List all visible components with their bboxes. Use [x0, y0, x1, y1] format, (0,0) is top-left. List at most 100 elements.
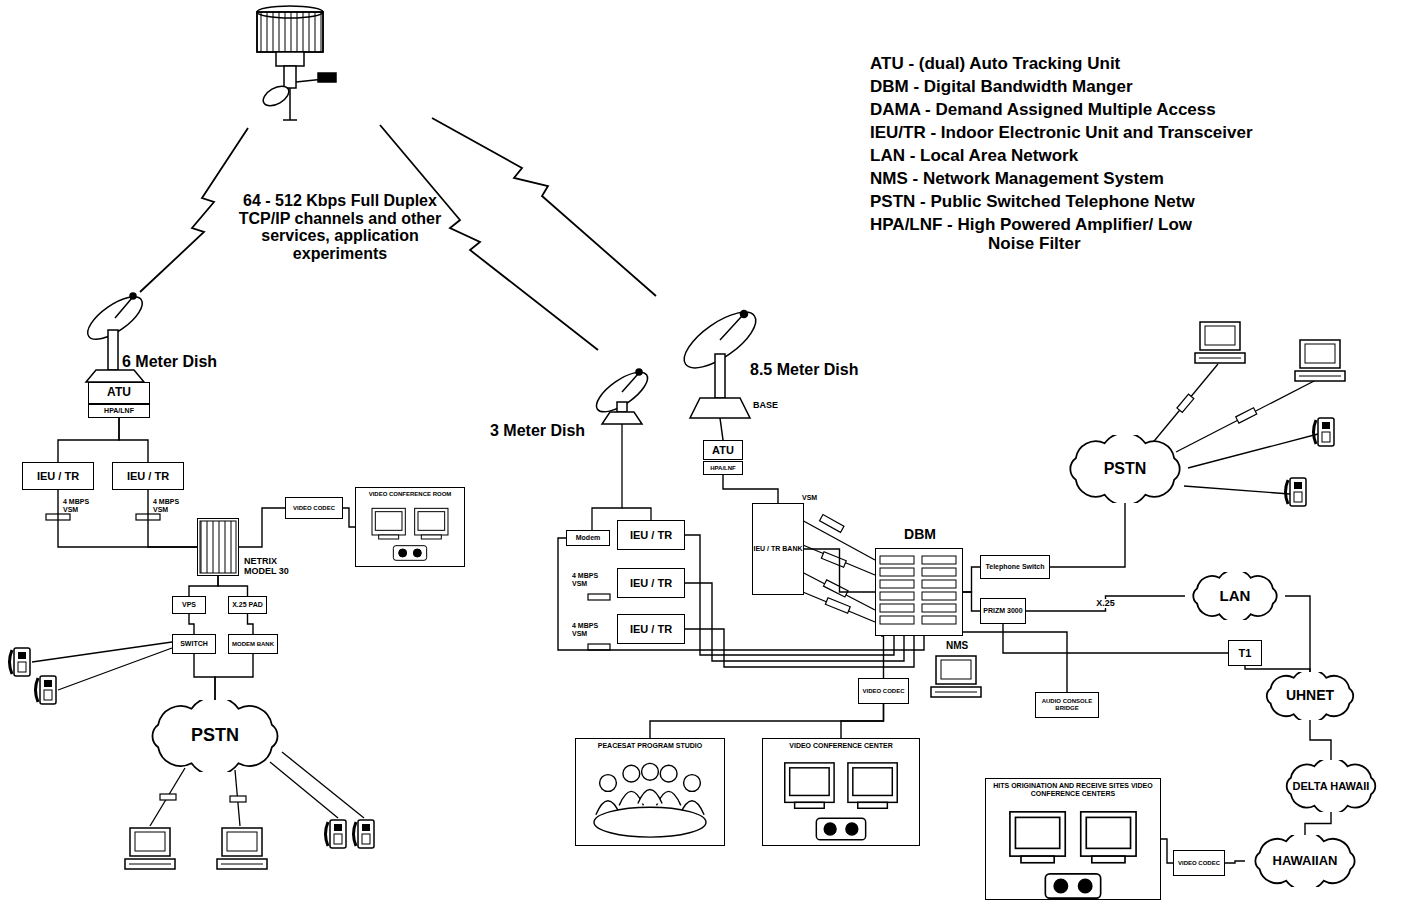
conference-center: VIDEO CONFERENCE CENTER: [762, 738, 920, 846]
satellite: [257, 6, 336, 120]
camera-lens: [413, 549, 421, 557]
cloud-outline: [1070, 435, 1179, 503]
equipment-rack: [880, 568, 914, 576]
computer-icon: [125, 828, 175, 869]
vsm-unit: [588, 644, 610, 650]
vps-box: VPS: [172, 596, 206, 614]
camera-unit: [393, 546, 426, 561]
telephone-icon: [36, 676, 57, 704]
connector: [58, 418, 119, 462]
telephone-icon: [1314, 418, 1335, 446]
connector: [218, 576, 248, 596]
part-label: 4 MBPS VSM: [63, 498, 103, 513]
part-label: VSM: [802, 494, 832, 502]
glossary-line: DBM - Digital Bandwidth Manger: [870, 78, 1405, 97]
network-cloud: HAWAIIAN: [1245, 835, 1365, 887]
monitor-stand: [1092, 856, 1125, 863]
dish-antenna: [720, 418, 723, 440]
cloud-outline: [1267, 672, 1353, 720]
audio-bridge: AUDIO CONSOLE BRIDGE: [1035, 692, 1099, 718]
dish-antenna: [602, 412, 642, 424]
cloud-outline: [1255, 835, 1354, 887]
node-label: DBM: [876, 527, 964, 542]
node-label: MODEM BANK: [232, 641, 274, 648]
computer-icon: [931, 656, 981, 697]
satellite: [257, 12, 323, 52]
node-label: PSTN: [1104, 460, 1147, 478]
network-cloud: PSTN: [140, 700, 290, 772]
monitor-stand: [795, 802, 825, 808]
dish-antenna: [720, 316, 742, 340]
part-label: 4 MBPS VSM: [153, 498, 193, 513]
monitor-stand: [858, 802, 888, 808]
switch-box: SWITCH: [172, 634, 216, 654]
equipment-rack: [880, 616, 914, 624]
network-cloud: PSTN: [1060, 435, 1190, 503]
t1-box: T1: [1228, 640, 1262, 666]
satellite: [257, 12, 323, 52]
radio-link: [140, 128, 248, 292]
dish-antenna: [591, 365, 654, 419]
edge-label: X.25: [1094, 599, 1117, 609]
satellite: [289, 88, 291, 120]
monitor-screen: [790, 768, 829, 796]
computer-icon: [1295, 340, 1345, 381]
node-label: IEU / TR BANK: [754, 545, 803, 553]
equipment-rack: [880, 580, 914, 588]
node-label: NETRIX MODEL 30: [244, 557, 308, 577]
node-label: Telephone Switch: [986, 563, 1045, 571]
wire: [32, 642, 172, 662]
node-label: X.25 PAD: [232, 601, 263, 609]
dish-antenna: [622, 374, 638, 392]
node-label: VIDEO CODEC: [1178, 860, 1220, 867]
connector: [215, 654, 253, 700]
computer-icon: [1195, 322, 1245, 363]
wire: [592, 424, 622, 530]
equipment-rack: [880, 556, 914, 564]
camera-lens: [824, 823, 836, 835]
person-head: [600, 775, 617, 792]
node-label: HITS ORIGINATION AND RECEIVE SITES VIDEO…: [986, 782, 1160, 797]
transceiver-box: IEU / TR: [617, 520, 685, 550]
dish-label: 8.5 Meter Dish: [750, 361, 900, 379]
person-head: [623, 765, 640, 782]
glossary-line: PSTN - Public Switched Telephone Netw: [870, 193, 1405, 212]
node-label: AUDIO CONSOLE BRIDGE: [1036, 698, 1098, 711]
connector: [558, 538, 924, 650]
radio-link: [432, 118, 656, 296]
equipment-rack: [880, 592, 914, 600]
connector: [343, 508, 355, 527]
network-cloud: LAN: [1185, 572, 1285, 620]
room-illustration: [580, 755, 720, 848]
connector: [650, 704, 884, 738]
program-studio: PEACESAT PROGRAM STUDIO: [575, 738, 725, 846]
monitor-stand: [1021, 856, 1054, 863]
equipment-rack: [200, 521, 956, 624]
connector: [685, 629, 914, 667]
satellite: [260, 82, 292, 110]
computer-icon: [217, 828, 267, 869]
telephone-switch: Telephone Switch: [980, 555, 1050, 579]
person-head: [684, 775, 701, 792]
equipment-rack: [922, 568, 956, 576]
node-label: VIDEO CODEC: [862, 688, 904, 695]
room-illustration: [990, 803, 1156, 914]
monitor-screen: [1015, 817, 1059, 848]
transceiver-bank: IEU / TR BANK: [752, 503, 804, 595]
equipment-rack: [880, 556, 956, 624]
wire: [622, 508, 651, 520]
prizm-box: PRIZM 3000: [980, 598, 1026, 624]
connector: [881, 636, 884, 678]
node-label: VIDEO CONFERENCE CENTER: [787, 742, 894, 750]
conference-sites: HITS ORIGINATION AND RECEIVE SITES VIDEO…: [985, 778, 1161, 900]
connector: [1003, 624, 1228, 653]
room-illustration: [372, 508, 448, 560]
dish-antenna: [715, 354, 725, 398]
wire: [798, 590, 875, 622]
wire: [282, 752, 364, 818]
equipment-rack: [200, 521, 236, 573]
vsm-unit: [821, 552, 846, 567]
monitor: [1081, 812, 1136, 856]
dish-antenna: [81, 289, 764, 440]
equipment-rack: [922, 592, 956, 600]
